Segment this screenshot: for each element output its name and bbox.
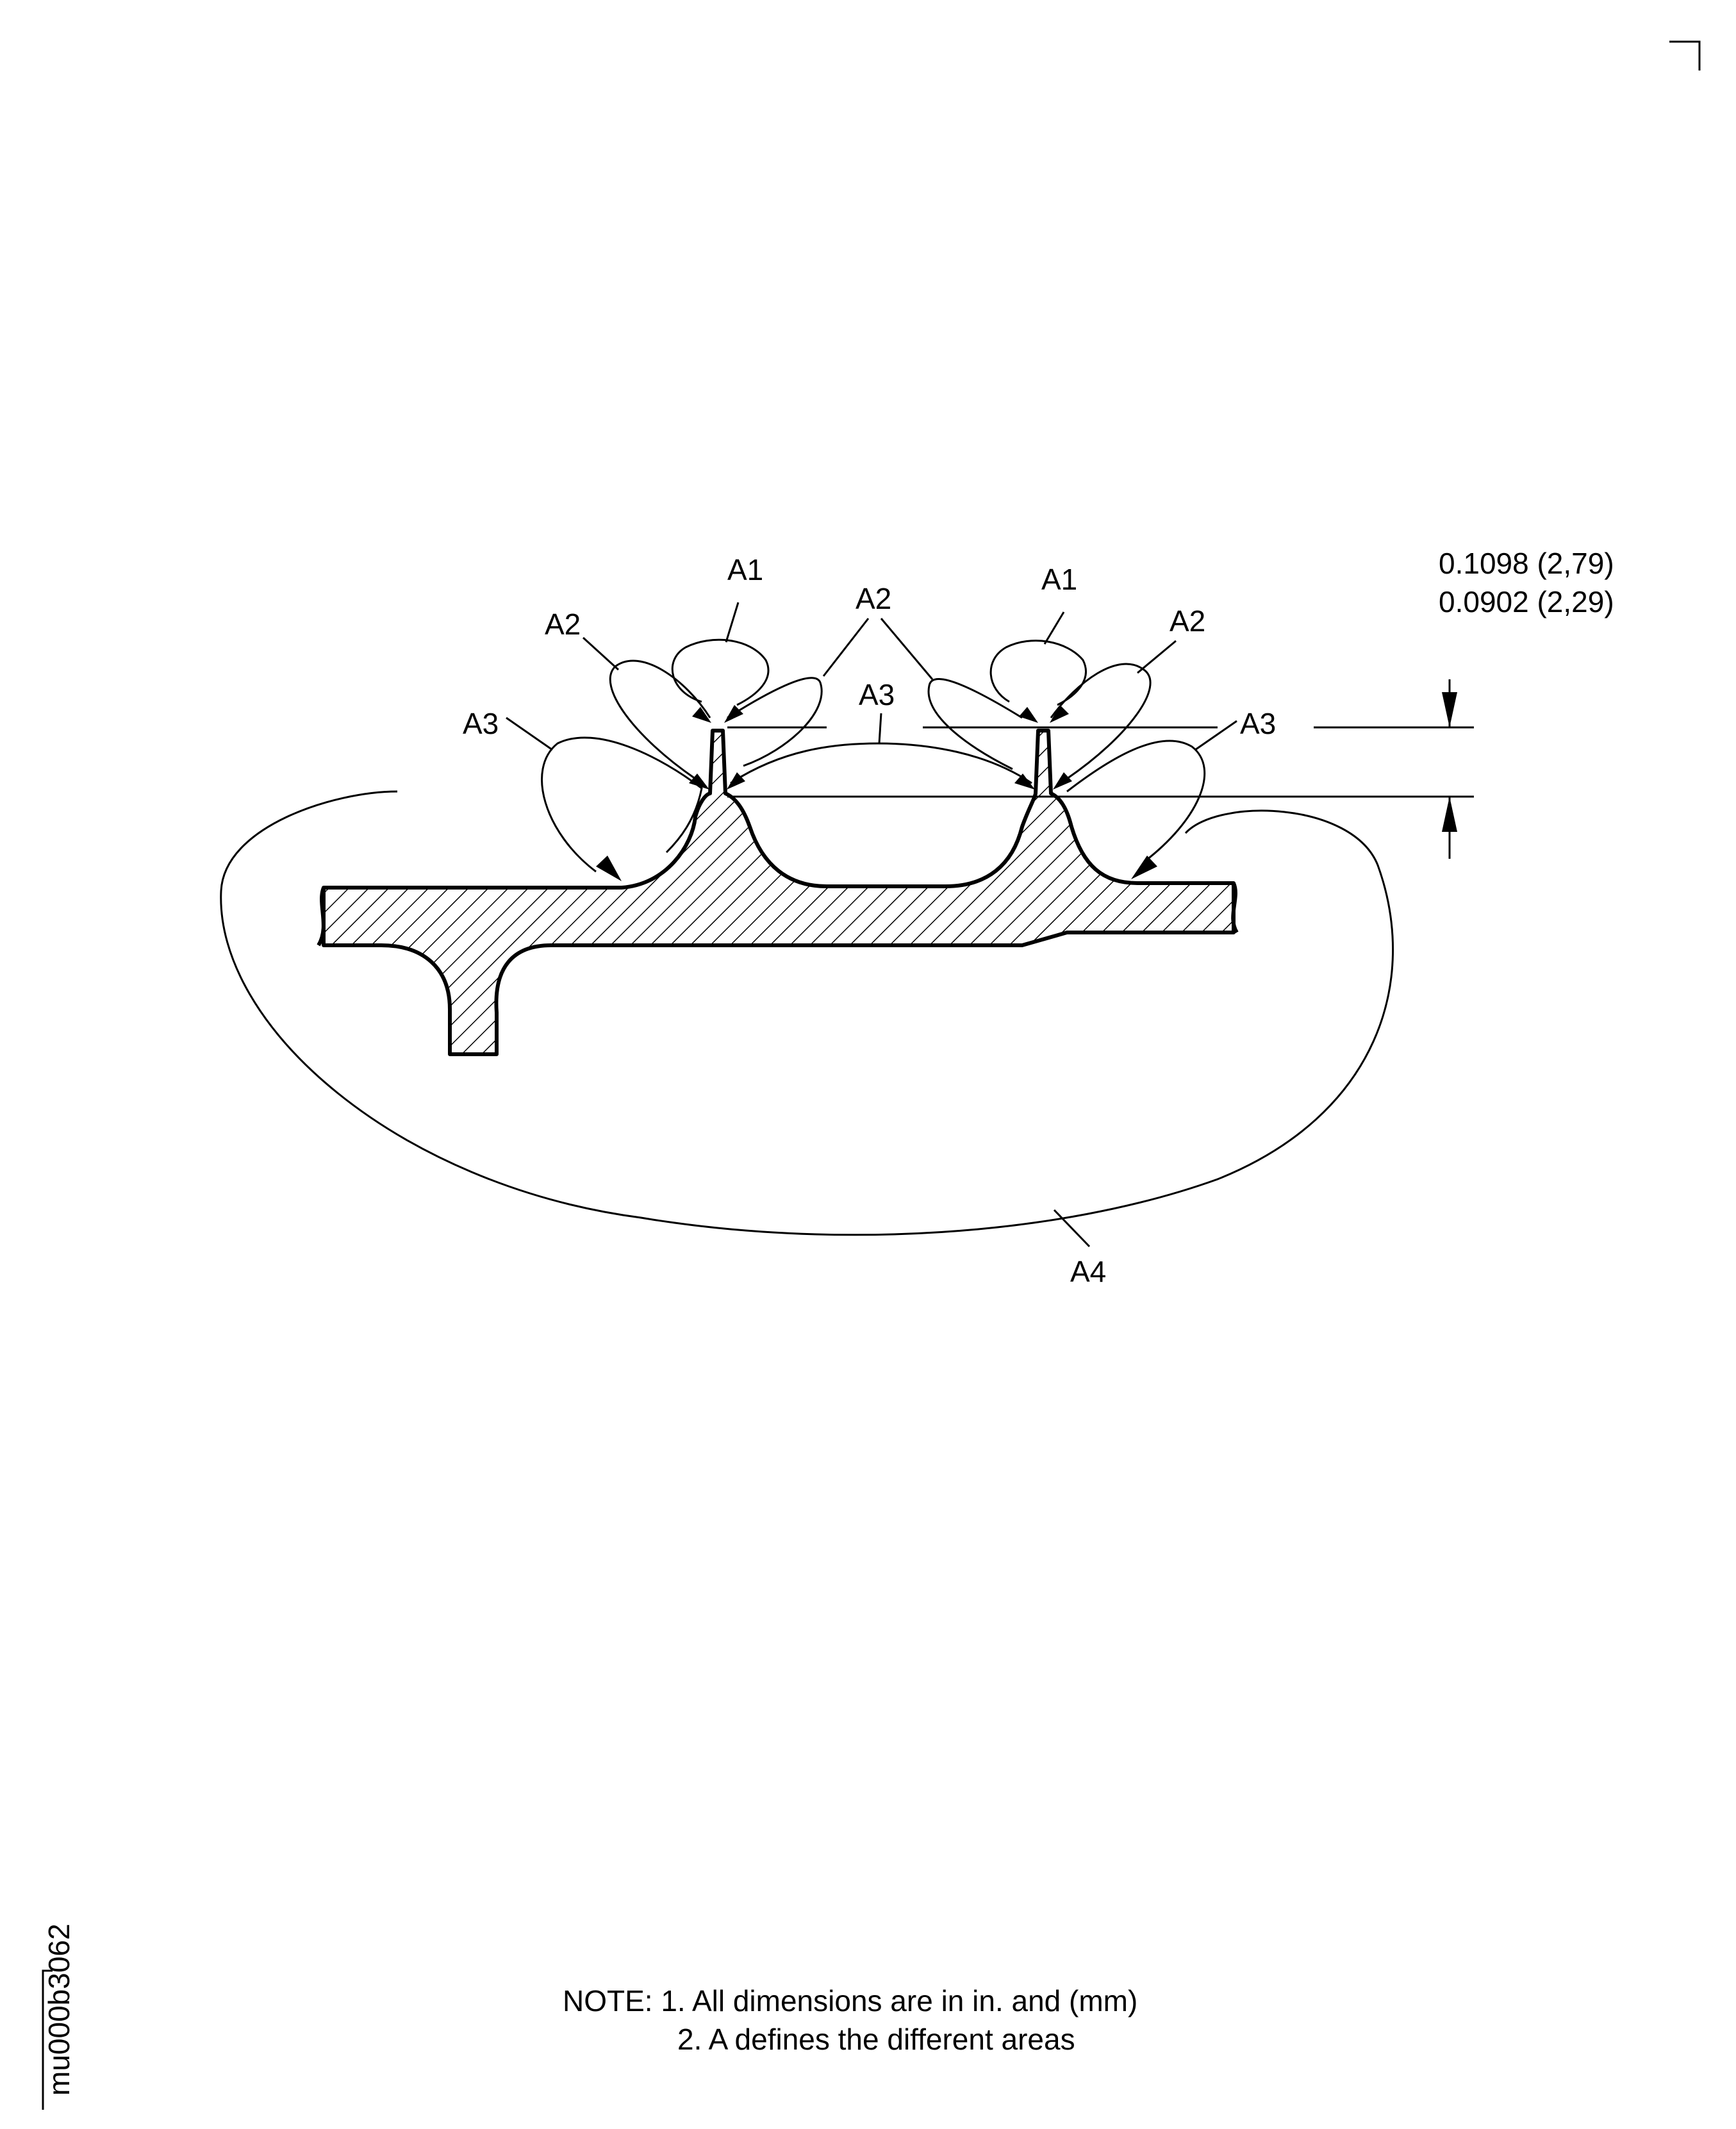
label-a3-right: A3 (1240, 707, 1276, 740)
leader-a1-right (1043, 611, 1065, 645)
area-a3-right-oval (1066, 740, 1206, 863)
leader-a3-right (1195, 720, 1237, 751)
arrowhead-a3-left-base (596, 856, 622, 881)
area-a2-right-outer-oval (1050, 663, 1152, 780)
area-a2-left-inner-oval (727, 677, 823, 767)
leader-a3-left (506, 717, 553, 751)
area-a4-outline (220, 790, 1394, 1236)
label-a2-right: A2 (1170, 604, 1205, 638)
dimension-arrow-lower (1442, 797, 1457, 832)
arrowhead-a3-right-base (1131, 856, 1157, 879)
arrowhead-a3-right-rib (1053, 772, 1072, 790)
area-a3-center-arc (730, 742, 1032, 784)
label-a1-left: A1 (727, 553, 763, 586)
leader-a2-right (1137, 640, 1177, 674)
label-a2-center: A2 (856, 582, 891, 615)
arrowhead-a3-center-right (1014, 774, 1035, 790)
arrowhead-a3-center-left (727, 772, 745, 790)
note-line-2: 2. A defines the different areas (677, 2023, 1075, 2056)
dimension-min-text: 0.0902 (2,29) (1439, 585, 1614, 618)
break-line-right (1231, 882, 1239, 934)
figure-id: mu000b3062 (42, 1923, 76, 2096)
corner-mark-bottom-left (42, 1969, 53, 2110)
arrowhead-a3-left-rib (689, 774, 709, 790)
area-a1-left-oval (671, 638, 770, 706)
dimension-arrow-upper (1442, 692, 1457, 727)
dimension-max-text: 0.1098 (2,79) (1439, 547, 1614, 580)
break-line-left (317, 886, 326, 947)
leader-a2-center (822, 618, 934, 680)
area-a1-right-oval (989, 640, 1087, 706)
label-a3-center: A3 (859, 678, 895, 711)
cross-section-part (322, 729, 1236, 1056)
label-a2-left: A2 (545, 608, 581, 641)
area-a2-right-inner-oval (927, 678, 1023, 770)
leader-a4 (1053, 1209, 1091, 1248)
label-a1-right: A1 (1041, 563, 1077, 596)
arrowhead-a2-left-outer (692, 707, 711, 723)
label-a3-left: A3 (463, 707, 499, 740)
leader-a1-left (725, 602, 740, 643)
arrowhead-a2-left-inner (724, 705, 743, 723)
leader-a2-left (582, 636, 620, 671)
arrowhead-a2-right-inner (1019, 707, 1038, 723)
label-a4: A4 (1070, 1255, 1106, 1288)
arrowhead-a2-right-outer (1050, 705, 1069, 723)
leader-a3-center (878, 713, 882, 744)
note-line-1: NOTE: 1. All dimensions are in in. and (… (563, 1984, 1137, 2017)
corner-mark-top-right (1669, 40, 1701, 70)
area-a3-left-oval (541, 736, 703, 873)
